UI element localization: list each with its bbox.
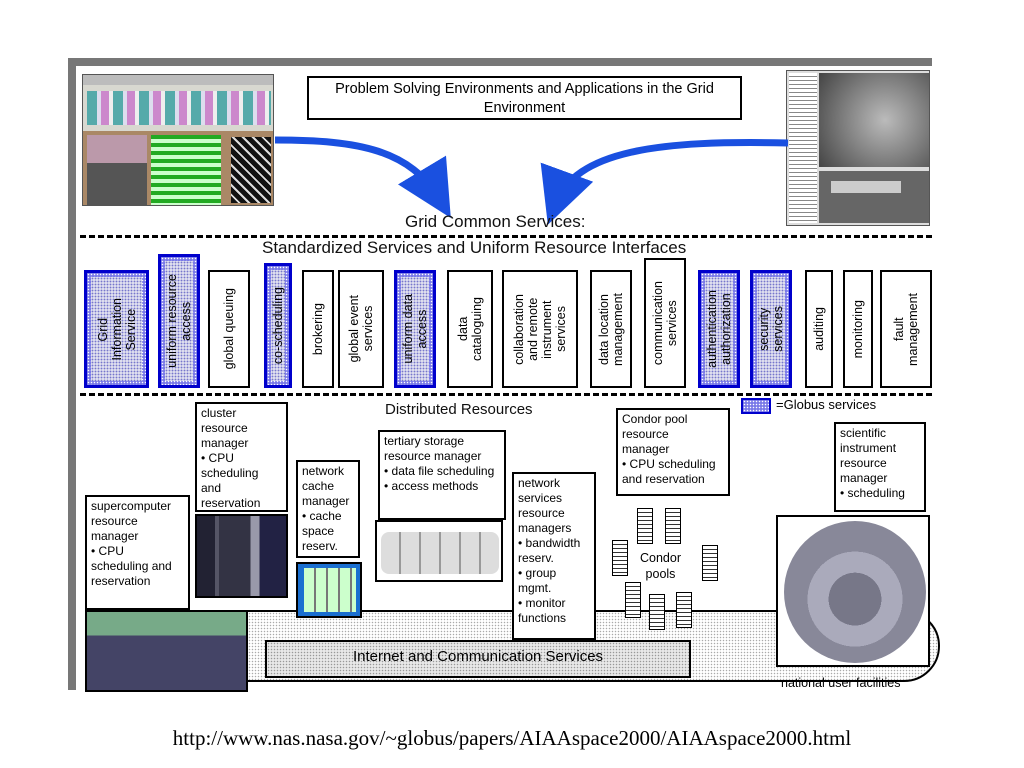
divider-bottom bbox=[80, 393, 932, 396]
service-label-10: communication services bbox=[651, 280, 679, 366]
condor-server-3 bbox=[612, 540, 628, 576]
distributed-resources-label: Distributed Resources bbox=[385, 401, 533, 418]
service-15: fault management bbox=[880, 270, 932, 388]
service-label-6: uniform data access bbox=[401, 294, 429, 364]
national-user-facilities-label: national user facilities bbox=[781, 676, 901, 690]
globus-legend-swatch bbox=[741, 398, 771, 414]
condor-pools-label: Condor pools bbox=[640, 551, 681, 581]
service-label-12: security services bbox=[757, 306, 785, 352]
tertiary-storage-manager: tertiary storage resource manager • data… bbox=[378, 430, 506, 520]
supercomputer-resource-manager: supercomputer resource manager • CPU sch… bbox=[85, 495, 190, 610]
cluster-resource-manager: cluster resource manager • CPU schedulin… bbox=[195, 402, 288, 512]
pse-title: Problem Solving Environments and Applica… bbox=[307, 76, 742, 120]
network-cache-manager: network cache manager • cache space rese… bbox=[296, 460, 360, 558]
service-label-1: uniform resource access bbox=[165, 274, 193, 368]
pse-screenshot-right bbox=[786, 70, 930, 226]
service-3: co-scheduling bbox=[264, 263, 292, 388]
internet-services-box: Internet and Communication Services bbox=[265, 640, 691, 678]
service-label-7: data cataloguing bbox=[456, 297, 484, 361]
service-label-13: auditing bbox=[812, 307, 826, 351]
tertiary-storage-photo bbox=[375, 520, 503, 582]
service-6: uniform data access bbox=[394, 270, 436, 388]
service-label-3: co-scheduling bbox=[271, 286, 285, 365]
divider-top bbox=[80, 235, 932, 238]
service-label-15: fault management bbox=[892, 292, 920, 366]
standardized-services-label: Standardized Services and Uniform Resour… bbox=[262, 238, 687, 257]
service-10: communication services bbox=[644, 258, 686, 388]
service-2: global queuing bbox=[208, 270, 250, 388]
service-13: auditing bbox=[805, 270, 833, 388]
service-7: data cataloguing bbox=[447, 270, 493, 388]
service-label-2: global queuing bbox=[222, 288, 236, 370]
service-11: authentication authorization bbox=[698, 270, 740, 388]
condor-server-2 bbox=[665, 508, 681, 544]
pse-screenshot-left bbox=[82, 74, 274, 206]
condor-server-7 bbox=[676, 592, 692, 628]
service-5: global event services bbox=[338, 270, 384, 388]
condor-server-4 bbox=[702, 545, 718, 581]
service-label-5: global event services bbox=[347, 295, 375, 363]
national-facility-photo bbox=[776, 515, 930, 667]
service-label-11: authentication authorization bbox=[705, 290, 733, 368]
service-label-14: monitoring bbox=[851, 299, 865, 359]
condor-server-1 bbox=[637, 508, 653, 544]
network-services-managers: network services resource managers • ban… bbox=[512, 472, 596, 640]
service-12: security services bbox=[750, 270, 792, 388]
grid-common-services-label: Grid Common Services: bbox=[405, 212, 586, 231]
condor-server-6 bbox=[649, 594, 665, 630]
arrow-left bbox=[274, 136, 451, 219]
cluster-photo bbox=[195, 514, 288, 598]
service-label-9: data location management bbox=[597, 292, 625, 366]
service-8: collaboration and remote instrument serv… bbox=[502, 270, 578, 388]
supercomputer-photo bbox=[85, 610, 248, 692]
network-cache-photo bbox=[296, 562, 362, 618]
globus-legend-label: =Globus services bbox=[776, 397, 877, 412]
service-9: data location management bbox=[590, 270, 632, 388]
service-1: uniform resource access bbox=[158, 254, 200, 388]
service-0: Grid Information Service bbox=[84, 270, 149, 388]
scientific-instrument-manager: scientific instrument resource manager •… bbox=[834, 422, 926, 512]
service-label-4: brokering bbox=[311, 302, 325, 356]
service-label-0: Grid Information Service bbox=[95, 297, 138, 361]
condor-pool-manager: Condor pool resource manager • CPU sched… bbox=[616, 408, 730, 496]
arrow-right bbox=[540, 139, 789, 225]
service-14: monitoring bbox=[843, 270, 873, 388]
source-url: http://www.nas.nasa.gov/~globus/papers/A… bbox=[172, 726, 852, 750]
condor-server-5 bbox=[625, 582, 641, 618]
service-4: brokering bbox=[302, 270, 334, 388]
service-label-8: collaboration and remote instrument serv… bbox=[512, 293, 568, 365]
